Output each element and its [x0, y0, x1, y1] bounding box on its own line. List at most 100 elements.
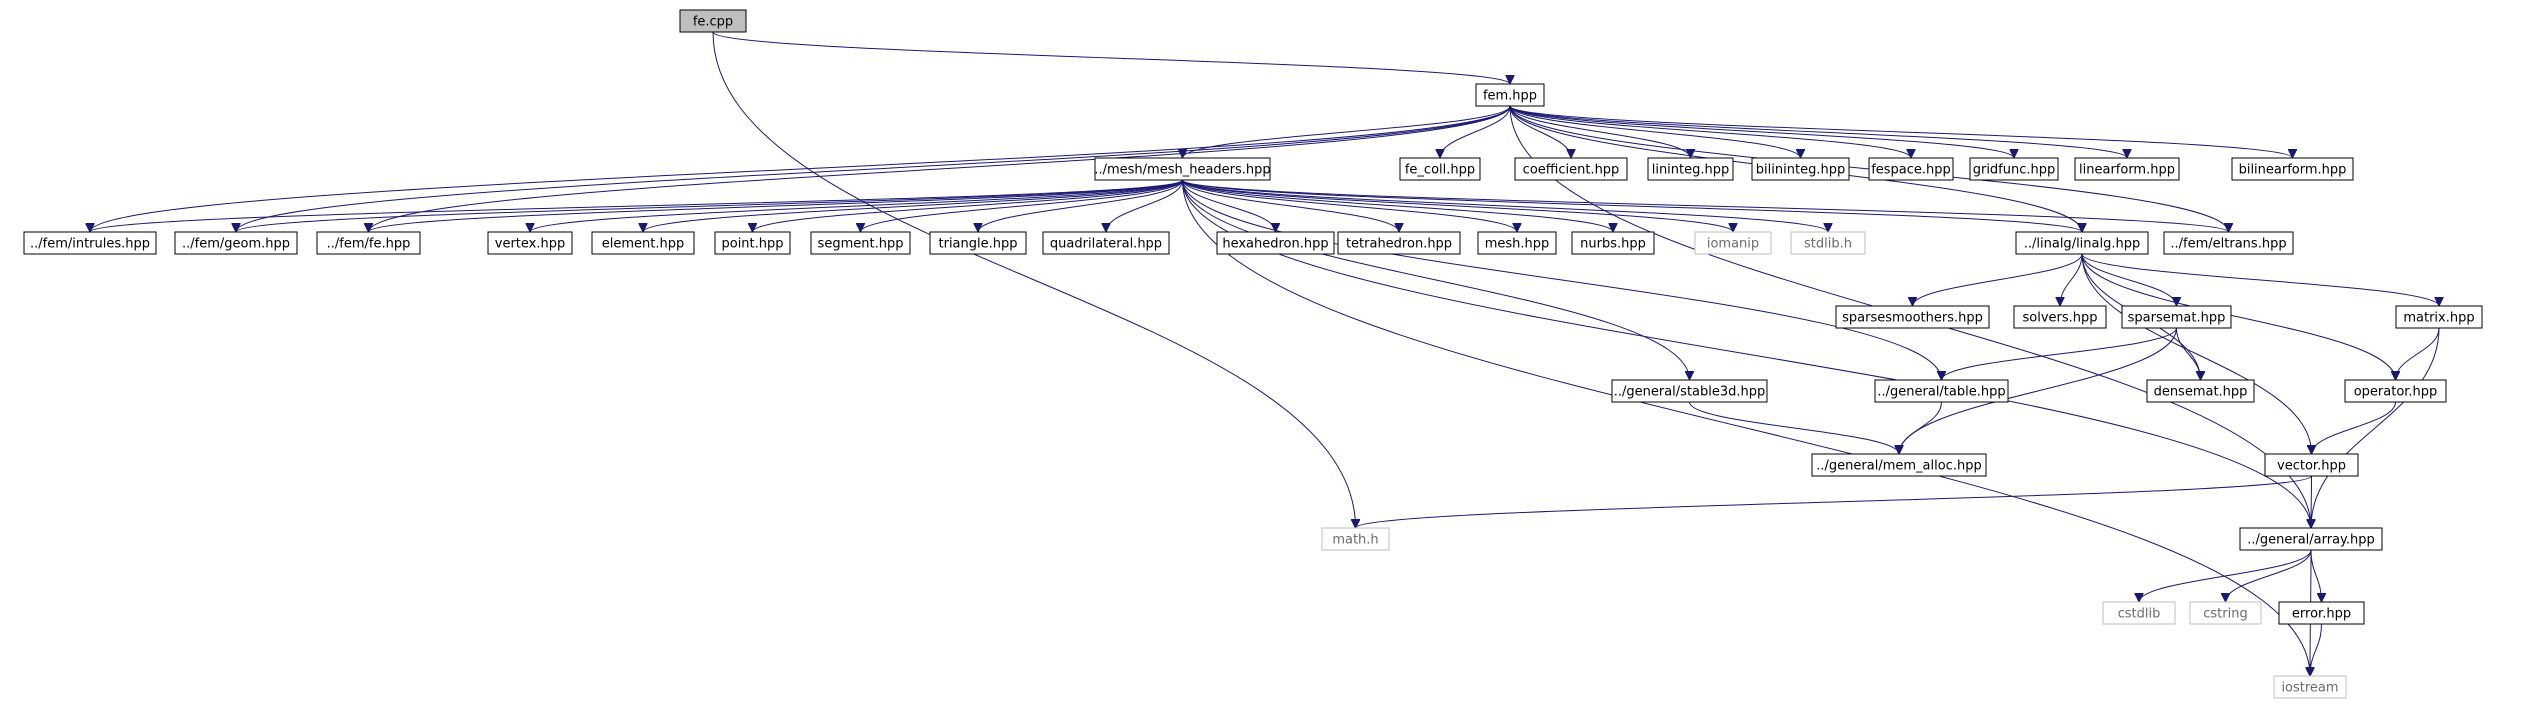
node-box	[1694, 231, 1772, 255]
node-eltrans[interactable]: ../fem/eltrans.hpp	[2163, 231, 2294, 255]
node-densemat[interactable]: densemat.hpp	[2146, 379, 2255, 403]
node-box	[1042, 231, 1170, 255]
node-box	[1321, 527, 1390, 551]
node-array[interactable]: ../general/array.hpp	[2239, 527, 2383, 551]
edge-array-to-error	[2310, 549, 2322, 602]
node-linearform[interactable]: linearform.hpp	[2074, 157, 2180, 181]
node-label: vertex.hpp	[495, 237, 565, 252]
node-label: iostream	[2281, 681, 2338, 696]
edge-mesh_headers-to-quadrilateral	[1106, 179, 1183, 233]
edge-mesh_headers-to-iomanip	[1182, 179, 1734, 233]
node-vector[interactable]: vector.hpp	[2264, 453, 2359, 477]
node-geom[interactable]: ../fem/geom.hpp	[174, 231, 298, 255]
node-label: hexahedron.hpp	[1222, 237, 1328, 252]
node-fe-hpp[interactable]: ../fem/fe.hpp	[316, 231, 421, 255]
node-box	[2273, 675, 2347, 699]
node-label: bilininteg.hpp	[1756, 163, 1845, 178]
node-box	[23, 231, 157, 255]
node-label: point.hpp	[721, 237, 783, 252]
node-bilininteg[interactable]: bilininteg.hpp	[1751, 157, 1850, 181]
node-hexahedron[interactable]: hexahedron.hpp	[1216, 231, 1335, 255]
node-box	[1790, 231, 1866, 255]
edge-mesh_headers-to-point	[753, 179, 1183, 233]
node-fe-cpp[interactable]: fe.cpp	[679, 9, 747, 33]
node-label: matrix.hpp	[2403, 311, 2474, 326]
node-table[interactable]: ../general/table.hpp	[1874, 379, 2009, 403]
node-nurbs[interactable]: nurbs.hpp	[1571, 231, 1655, 255]
node-box	[487, 231, 573, 255]
node-stdlib: stdlib.h	[1790, 231, 1866, 255]
node-mem-alloc[interactable]: ../general/mem_alloc.hpp	[1811, 453, 1987, 477]
node-sparsesmoothers[interactable]: sparsesmoothers.hpp	[1835, 305, 1990, 329]
node-fespace[interactable]: fespace.hpp	[1868, 157, 1954, 181]
node-label: vector.hpp	[2277, 459, 2346, 474]
node-label: fe_coll.hpp	[1405, 163, 1475, 178]
node-mesh[interactable]: mesh.hpp	[1477, 231, 1557, 255]
node-operator[interactable]: operator.hpp	[2344, 379, 2447, 403]
edge-fem_hpp-to-bilinearform	[1509, 105, 2293, 159]
node-point[interactable]: point.hpp	[714, 231, 791, 255]
node-label: cstdlib	[2118, 607, 2161, 622]
edge-fem_hpp-to-intrules	[90, 105, 1511, 232]
node-label: iomanip	[1707, 237, 1759, 252]
node-label: ../mesh/mesh_headers.hpp	[1094, 163, 1270, 178]
node-label: tetrahedron.hpp	[1346, 237, 1452, 252]
node-label: segment.hpp	[818, 237, 904, 252]
node-mesh-headers[interactable]: ../mesh/mesh_headers.hpp	[1094, 157, 1271, 181]
edge-matrix-to-operator	[2396, 327, 2440, 381]
node-box	[2146, 379, 2255, 403]
node-matrix[interactable]: matrix.hpp	[2395, 305, 2483, 329]
node-label: linearform.hpp	[2079, 163, 2175, 178]
edge-table-to-mem_alloc	[1899, 401, 1942, 455]
node-box	[2121, 305, 2232, 329]
node-gridfunc[interactable]: gridfunc.hpp	[1969, 157, 2059, 181]
node-intrules[interactable]: ../fem/intrules.hpp	[23, 231, 157, 255]
edge-mesh_headers-to-tetrahedron	[1182, 179, 1400, 233]
node-coefficient[interactable]: coefficient.hpp	[1514, 157, 1628, 181]
node-stable3d[interactable]: ../general/stable3d.hpp	[1611, 379, 1768, 403]
node-quadrilateral[interactable]: quadrilateral.hpp	[1042, 231, 1170, 255]
node-box	[591, 231, 695, 255]
node-box	[2102, 601, 2176, 625]
node-cstring: cstring	[2189, 601, 2262, 625]
node-vertex[interactable]: vertex.hpp	[487, 231, 573, 255]
node-segment[interactable]: segment.hpp	[810, 231, 911, 255]
edge-linalg-to-operator	[2081, 253, 2396, 380]
node-sparsemat[interactable]: sparsemat.hpp	[2121, 305, 2232, 329]
node-tetrahedron[interactable]: tetrahedron.hpp	[1337, 231, 1461, 255]
node-box	[2015, 231, 2149, 255]
edge-mesh_headers-to-intrules	[90, 179, 1183, 233]
edge-linalg-to-solvers	[2060, 253, 2083, 306]
edge-fem_hpp-to-geom	[236, 105, 1511, 232]
edge-linalg-to-matrix	[2081, 253, 2439, 307]
edge-mesh_headers-to-mesh	[1182, 179, 1518, 233]
edge-matrix-to-array	[2311, 327, 2440, 528]
edge-fem_hpp-to-bilininteg	[1509, 105, 1801, 159]
node-fe-coll[interactable]: fe_coll.hpp	[1399, 157, 1481, 181]
edge-linalg-to-sparsemat	[2081, 253, 2177, 307]
node-fem-hpp[interactable]: fem.hpp	[1475, 83, 1545, 107]
node-box	[316, 231, 421, 255]
node-box	[174, 231, 298, 255]
node-linalg[interactable]: ../linalg/linalg.hpp	[2015, 231, 2149, 255]
edge-fem_hpp-to-gridfunc	[1509, 105, 2014, 159]
node-bilinearform[interactable]: bilinearform.hpp	[2231, 157, 2354, 181]
edge-mesh_headers-to-triangle	[978, 179, 1183, 233]
node-box	[929, 231, 1027, 255]
node-label: cstring	[2203, 607, 2247, 622]
edge-mesh_headers-to-stable3d	[1182, 179, 1690, 380]
node-box	[1094, 157, 1271, 181]
node-element[interactable]: element.hpp	[591, 231, 695, 255]
node-triangle[interactable]: triangle.hpp	[929, 231, 1027, 255]
node-solvers[interactable]: solvers.hpp	[2013, 305, 2107, 329]
node-box	[1611, 379, 1768, 403]
edge-mesh_headers-to-linalg	[1182, 179, 2083, 233]
node-box	[2013, 305, 2107, 329]
node-label: ../linalg/linalg.hpp	[2024, 237, 2141, 252]
node-box	[1751, 157, 1850, 181]
node-box	[1475, 83, 1545, 107]
node-label: ../general/mem_alloc.hpp	[1816, 459, 1981, 474]
node-lininteg[interactable]: lininteg.hpp	[1647, 157, 1734, 181]
node-error[interactable]: error.hpp	[2278, 601, 2365, 625]
